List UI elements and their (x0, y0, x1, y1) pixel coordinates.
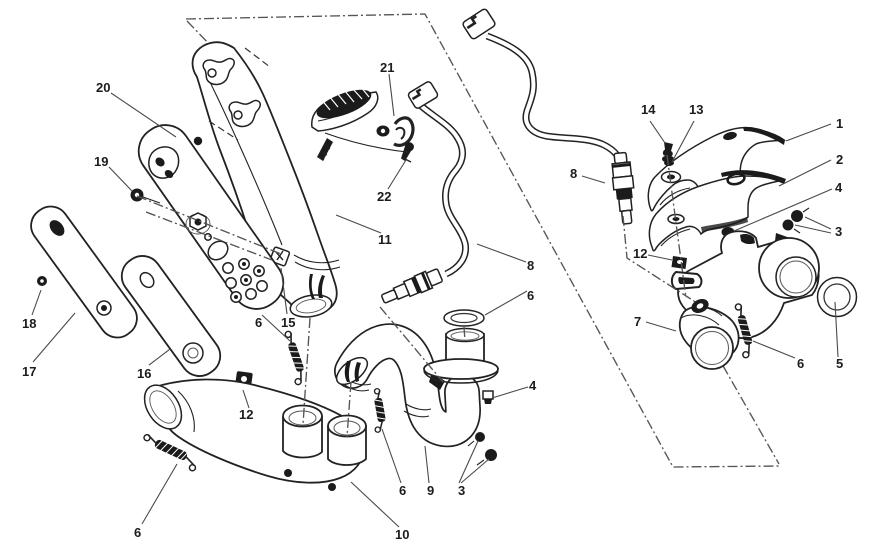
svg-text:3: 3 (835, 224, 842, 239)
svg-text:17: 17 (22, 364, 36, 379)
svg-text:1: 1 (836, 116, 843, 131)
svg-text:6: 6 (399, 483, 406, 498)
svg-text:20: 20 (96, 80, 110, 95)
svg-text:6: 6 (134, 525, 141, 540)
svg-text:4: 4 (529, 378, 537, 393)
svg-text:15: 15 (281, 315, 295, 330)
svg-text:12: 12 (239, 407, 253, 422)
svg-text:16: 16 (137, 366, 151, 381)
svg-text:8: 8 (527, 258, 534, 273)
svg-text:5: 5 (836, 356, 843, 371)
svg-text:9: 9 (427, 483, 434, 498)
svg-text:12: 12 (633, 246, 647, 261)
svg-text:11: 11 (378, 232, 392, 247)
svg-text:14: 14 (641, 102, 656, 117)
svg-text:7: 7 (634, 314, 641, 329)
svg-text:10: 10 (395, 527, 409, 542)
svg-text:6: 6 (797, 356, 804, 371)
svg-text:3: 3 (458, 483, 465, 498)
svg-text:21: 21 (380, 60, 394, 75)
svg-text:6: 6 (527, 288, 534, 303)
svg-text:4: 4 (835, 180, 843, 195)
svg-text:2: 2 (836, 152, 843, 167)
svg-text:19: 19 (94, 154, 108, 169)
svg-text:18: 18 (22, 316, 36, 331)
svg-text:8: 8 (570, 166, 577, 181)
svg-text:22: 22 (377, 189, 391, 204)
svg-text:13: 13 (689, 102, 703, 117)
svg-text:6: 6 (255, 315, 262, 330)
